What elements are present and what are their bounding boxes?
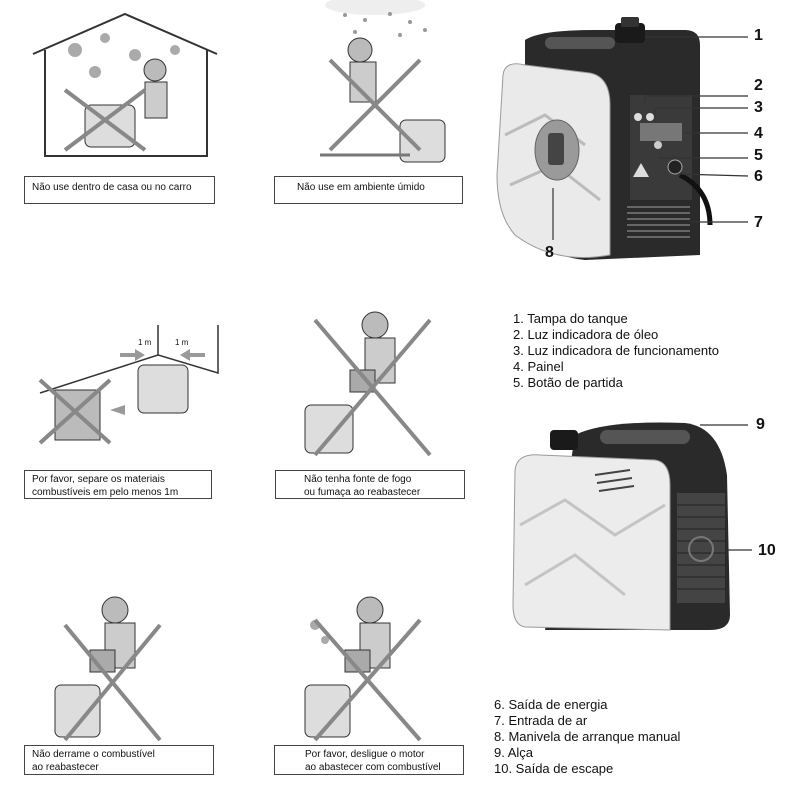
parts-legend-top: 1. Tampa do tanque 2. Luz indicadora de …	[513, 311, 719, 390]
warning-caption-5: Não derrame o combustível ao reabastecer	[24, 745, 214, 775]
distance-label-2: 1 m	[175, 338, 189, 347]
generator-front-view	[496, 17, 713, 260]
callout-4: 4	[754, 125, 763, 142]
engine-off-warning-illustration	[304, 596, 422, 742]
generator-side-view	[512, 422, 730, 631]
warning-caption-4: Não tenha fonte de fogo ou fumaça ao rea…	[275, 470, 465, 499]
callout-6: 6	[754, 168, 763, 185]
callout-1: 1	[754, 27, 763, 44]
callout-10: 10	[758, 542, 776, 559]
rain-warning-illustration	[320, 0, 446, 163]
separation-warning-illustration: 1 m 1 m	[38, 325, 219, 445]
callout-7: 7	[754, 214, 763, 231]
distance-label-1: 1 m	[138, 338, 152, 347]
callout-5: 5	[754, 147, 763, 164]
house-warning-illustration	[32, 12, 218, 157]
callout-3: 3	[754, 99, 763, 116]
callout-2: 2	[754, 77, 763, 94]
warning-caption-1: Não use dentro de casa ou no carro	[24, 176, 215, 204]
warning-caption-3: Por favor, separe os materiais combustív…	[24, 470, 212, 499]
warning-caption-2: Não use em ambiente úmido	[274, 176, 463, 204]
callout-9: 9	[756, 416, 765, 433]
no-fire-warning-illustration	[304, 311, 432, 457]
parts-legend-bottom: 6. Saída de energia 7. Entrada de ar 8. …	[494, 697, 681, 776]
warning-caption-6: Por favor, desligue o motor ao abastecer…	[274, 745, 464, 775]
no-spill-warning-illustration	[54, 596, 162, 742]
callout-8: 8	[545, 244, 554, 261]
